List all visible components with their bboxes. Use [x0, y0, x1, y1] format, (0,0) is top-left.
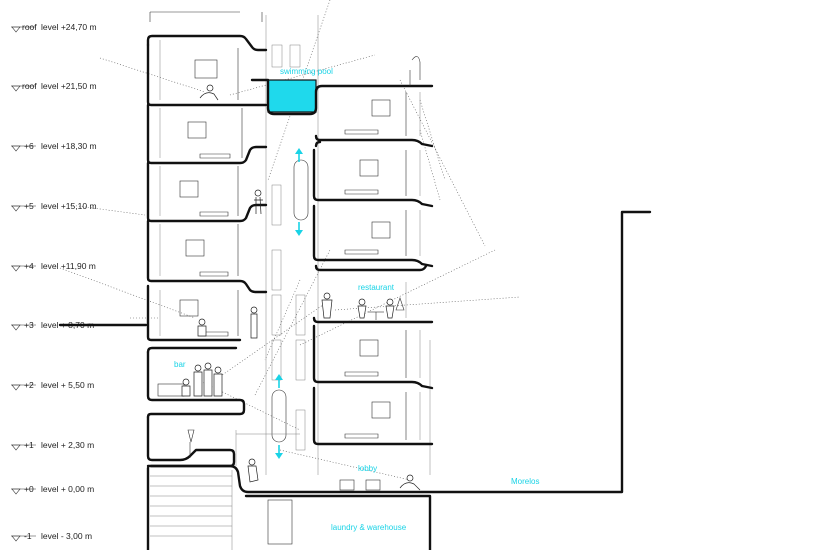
level-label: level +15,10 m — [41, 201, 97, 211]
level-marker-0: +0 level + 0,00 m — [11, 484, 94, 495]
bar-counter — [157, 383, 185, 397]
arrow-down-icon — [295, 222, 303, 236]
level-number: +1 — [24, 440, 34, 450]
level-marker-minus-1: -1 level - 3,00 m — [11, 531, 92, 542]
level-triangle-icon — [11, 324, 21, 331]
level-marker-4: +4 level +11,90 m — [11, 261, 96, 272]
label-basement: laundry & warehouse — [331, 523, 407, 532]
level-triangle-icon — [11, 384, 21, 391]
label-swimming-pool: swimming pool — [280, 67, 333, 76]
label-bar: bar — [174, 360, 186, 369]
space-labels: swimming pool restaurant bar lobby Morel… — [174, 67, 539, 532]
people-figures — [181, 84, 421, 491]
level-number: +3 — [24, 320, 34, 330]
restaurant-diners — [357, 298, 395, 320]
level-number: +2 — [24, 380, 34, 390]
level-number: +4 — [24, 261, 34, 271]
person-figure-lobby-sofa — [399, 474, 421, 491]
level-triangle-icon — [11, 535, 21, 542]
level-marker-roof-pool: roof level +21,50 m — [11, 81, 97, 92]
level-marker-6: +6 level +18,30 m — [11, 141, 97, 152]
arrow-up-icon — [275, 374, 283, 388]
lamp-icon — [187, 429, 195, 458]
level-label: level +11,90 m — [41, 261, 96, 271]
circulation-core — [149, 11, 431, 475]
level-marker-roof-top: roof level +24,70 m — [11, 22, 97, 33]
level-triangle-icon — [11, 205, 21, 212]
elevator-arrows — [275, 148, 303, 459]
person-figure-room — [197, 318, 207, 337]
basement-shaft — [267, 499, 293, 545]
level-label: level + 5,50 m — [41, 380, 94, 390]
level-marker-1: +1 level + 2,30 m — [11, 440, 94, 451]
swimming-pool-basin — [267, 79, 317, 113]
level-number: roof — [22, 81, 37, 91]
level-number: -1 — [24, 531, 32, 541]
level-number: +5 — [24, 201, 34, 211]
level-markers: roof level +24,70 m roof level +21,50 m … — [11, 22, 97, 542]
right-tower — [250, 56, 434, 446]
level-label: level - 3,00 m — [41, 531, 92, 541]
person-figure-pool — [199, 84, 219, 101]
arrow-up-icon — [295, 148, 303, 162]
elevator-cabin-lower — [271, 389, 287, 443]
person-figure-corridor — [254, 189, 263, 215]
level-label: level + 2,30 m — [41, 440, 94, 450]
level-triangle-icon — [11, 145, 21, 152]
sight-lines — [59, 0, 521, 481]
person-figure-terrace — [321, 292, 333, 319]
label-lobby: lobby — [358, 464, 377, 473]
rooftop-plant-icon — [411, 56, 421, 80]
label-street: Morelos — [511, 477, 539, 486]
level-number: roof — [22, 22, 37, 32]
level-label: level +18,30 m — [41, 141, 97, 151]
level-triangle-icon — [11, 265, 21, 272]
level-number: +0 — [24, 484, 34, 494]
elevator-cabin-upper — [293, 159, 309, 221]
level-marker-5: +5 level +15,10 m — [11, 201, 97, 212]
level-label: level +21,50 m — [41, 81, 97, 91]
level-label: level +24,70 m — [41, 22, 97, 32]
label-restaurant: restaurant — [358, 283, 395, 292]
left-tower — [146, 34, 268, 468]
level-triangle-icon — [11, 488, 21, 495]
level-label: level + 0,00 m — [41, 484, 94, 494]
bar-crowd — [181, 362, 223, 397]
level-triangle-icon — [11, 26, 21, 33]
level-marker-2: +2 level + 5,50 m — [11, 380, 94, 391]
person-figure-standing — [250, 306, 258, 339]
level-triangle-icon — [11, 444, 21, 451]
level-triangle-icon — [11, 85, 21, 92]
level-number: +6 — [24, 141, 34, 151]
person-figure-lobby-stairs — [247, 458, 259, 483]
ground-and-basement — [58, 210, 652, 550]
arrow-down-icon — [275, 445, 283, 459]
